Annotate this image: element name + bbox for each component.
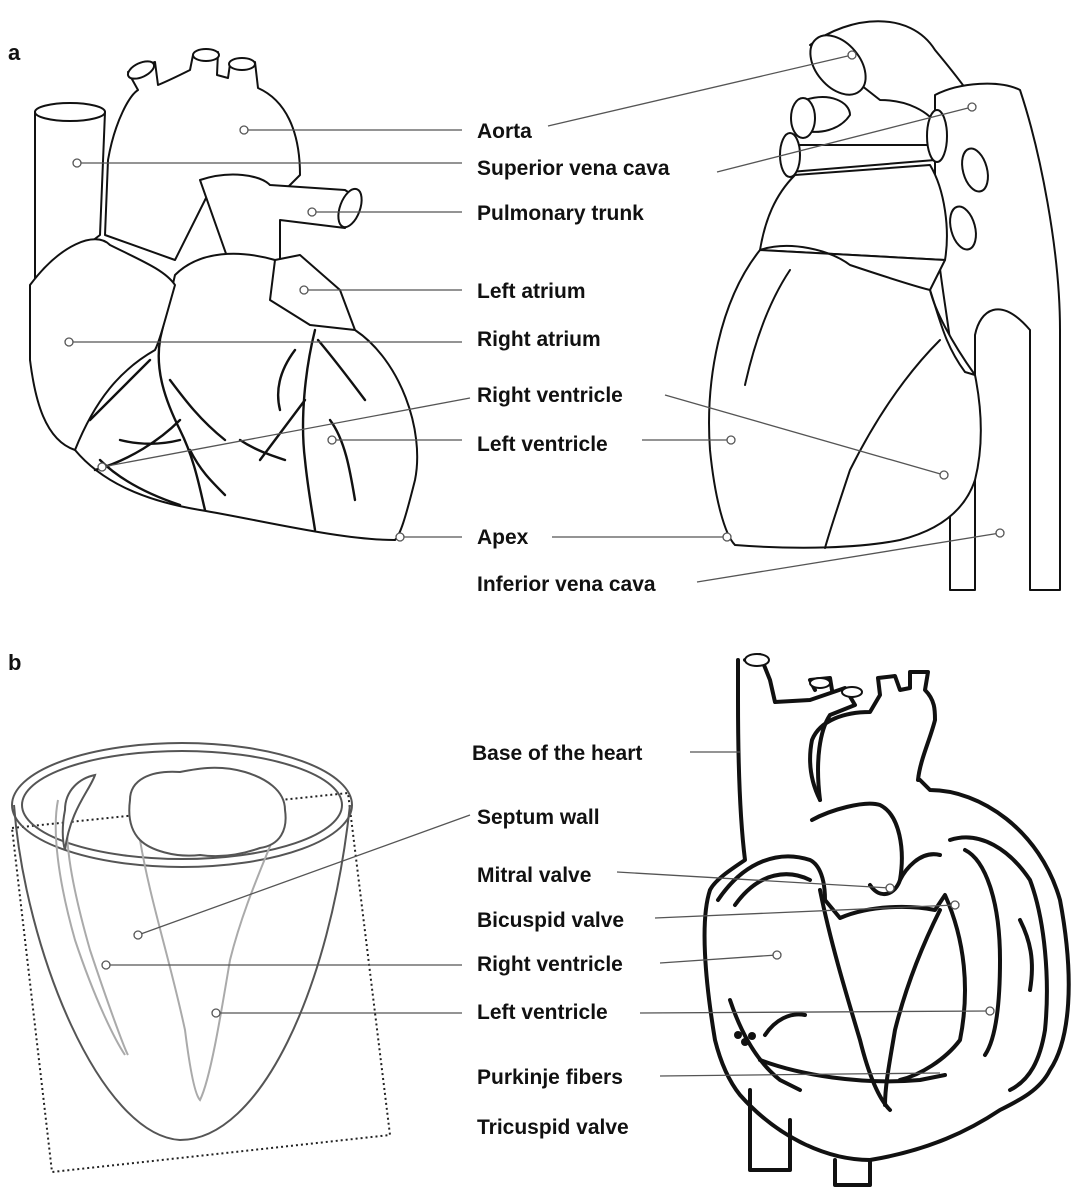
label-tricuspid-valve: Tricuspid valve (477, 1116, 629, 1139)
label-left-ventricle-a: Left ventricle (477, 433, 608, 456)
label-right-ventricle-b: Right ventricle (477, 953, 623, 976)
label-purkinje-fibers: Purkinje fibers (477, 1066, 623, 1089)
label-septum-wall: Septum wall (477, 806, 600, 829)
heart-cross-section-illustration (705, 654, 1069, 1185)
label-left-ventricle-b: Left ventricle (477, 1001, 608, 1024)
panel-b-labels: Base of the heart Septum wall Mitral val… (472, 742, 642, 1139)
label-left-atrium: Left atrium (477, 280, 586, 303)
label-right-ventricle-a: Right ventricle (477, 384, 623, 407)
label-aorta: Aorta (477, 120, 532, 143)
label-pulmonary-trunk: Pulmonary trunk (477, 202, 644, 225)
label-bicuspid-valve: Bicuspid valve (477, 909, 624, 932)
panel-label-a: a (8, 40, 21, 65)
panel-a-labels: Aorta Superior vena cava Pulmonary trunk… (477, 120, 670, 596)
panel-label-b: b (8, 650, 21, 675)
label-right-atrium: Right atrium (477, 328, 601, 351)
label-superior-vena-cava: Superior vena cava (477, 157, 670, 180)
label-base-of-the-heart: Base of the heart (472, 742, 642, 765)
anterior-heart-illustration (30, 49, 417, 540)
ventricle-cutaway-illustration (12, 743, 390, 1172)
label-apex: Apex (477, 526, 529, 549)
posterior-heart-illustration (709, 21, 1060, 590)
label-mitral-valve: Mitral valve (477, 864, 591, 887)
label-inferior-vena-cava: Inferior vena cava (477, 573, 656, 596)
